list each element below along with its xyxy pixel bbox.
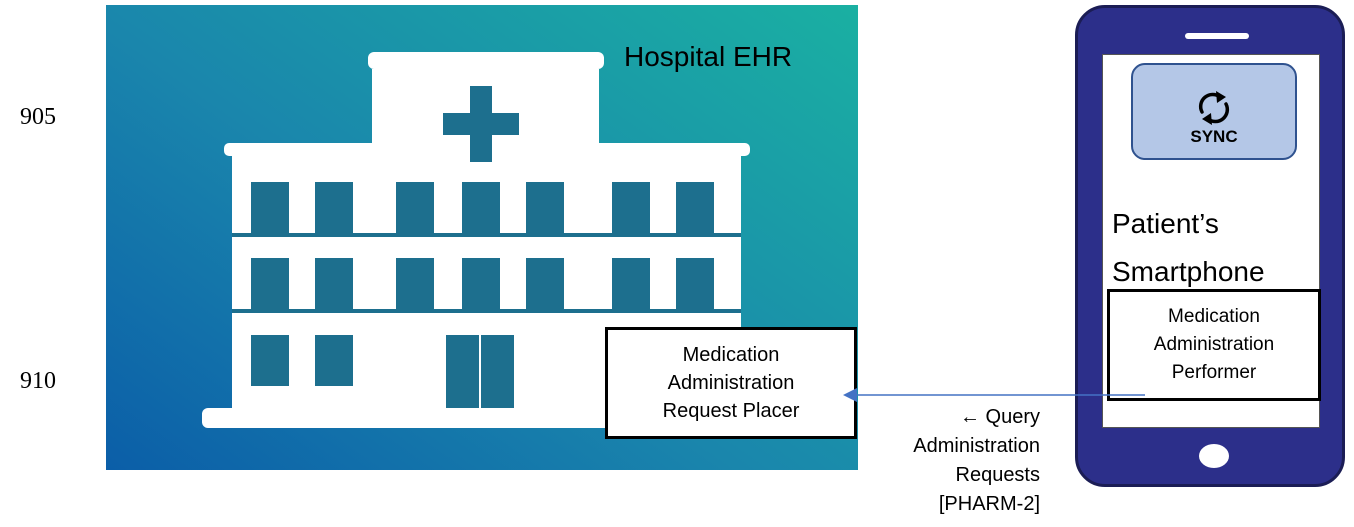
query-caption-line-4: [PHARM-2] <box>938 493 1040 515</box>
hospital-title: Hospital EHR <box>624 41 793 72</box>
sync-arrows-icon <box>1198 91 1230 125</box>
performer-line-2: Administration <box>1153 334 1275 355</box>
phone-title-line-1: Patient’s <box>1112 208 1219 239</box>
placer-line-2: Administration <box>667 372 795 394</box>
home-button-icon <box>1199 444 1229 468</box>
reference-number-905: 905 <box>20 104 56 130</box>
placer-line-3: Request Placer <box>662 400 800 422</box>
phone-title-line-2: Smartphone <box>1112 256 1265 287</box>
reference-number-910: 910 <box>20 368 56 394</box>
phone-speaker <box>1185 33 1249 39</box>
performer-line-3: Performer <box>1171 362 1257 383</box>
left-arrow-icon: ← <box>959 406 980 428</box>
performer-box: Medication Administration Performer <box>1107 289 1321 401</box>
request-placer-box: Medication Administration Request Placer <box>605 327 857 439</box>
query-caption-line-1: ← Query <box>959 406 1040 428</box>
query-caption-line-2: Administration <box>913 435 1040 457</box>
performer-line-1: Medication <box>1168 306 1260 327</box>
sync-tile <box>1131 63 1297 160</box>
query-caption: ← Query Administration Requests [PHARM-2… <box>860 403 1040 519</box>
phone-title: Patient’s Smartphone <box>1112 200 1317 296</box>
query-caption-line-3: Requests <box>955 464 1041 486</box>
sync-label: SYNC <box>1190 127 1238 146</box>
placer-line-1: Medication <box>682 344 780 366</box>
